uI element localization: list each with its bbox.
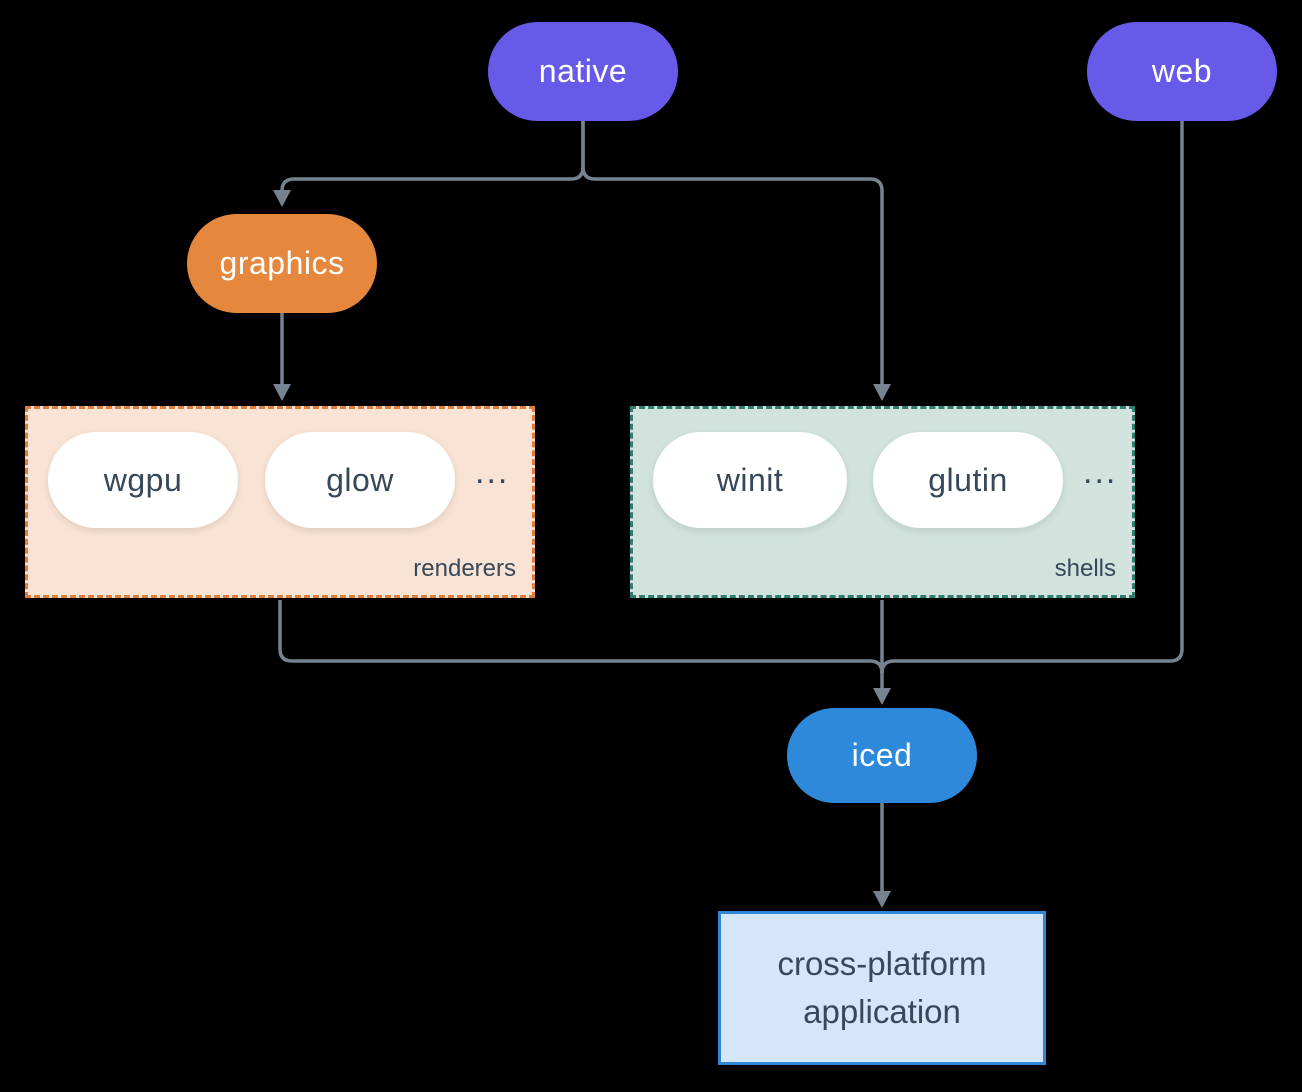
arrowhead-into-graphics xyxy=(273,190,291,207)
arrowhead-into-shells xyxy=(873,384,891,401)
node-glutin: glutin xyxy=(873,432,1063,528)
shells-group-label: shells xyxy=(1054,555,1116,582)
renderers-ellipsis: ... xyxy=(475,452,510,491)
node-graphics: graphics xyxy=(187,214,377,313)
node-winit: winit xyxy=(653,432,847,528)
arrowhead-into-renderers xyxy=(273,384,291,401)
shells-ellipsis: ... xyxy=(1083,452,1118,491)
node-glow: glow xyxy=(265,432,455,528)
shells-group: winit glutin ... shells xyxy=(630,406,1135,598)
node-wgpu: wgpu xyxy=(48,432,238,528)
node-web: web xyxy=(1087,22,1277,121)
arrowhead-into-iced xyxy=(873,688,891,705)
edge-native-to-graphics xyxy=(280,121,585,192)
renderers-group: wgpu glow ... renderers xyxy=(25,406,535,598)
edge-native-to-shells xyxy=(581,121,884,386)
renderers-group-label: renderers xyxy=(413,555,516,582)
arrowhead-into-app xyxy=(873,891,891,908)
node-iced: iced xyxy=(787,708,977,803)
edge-renderers-to-iced xyxy=(278,600,884,674)
node-native: native xyxy=(488,22,678,121)
cross-platform-application-box: cross-platform application xyxy=(718,911,1046,1065)
